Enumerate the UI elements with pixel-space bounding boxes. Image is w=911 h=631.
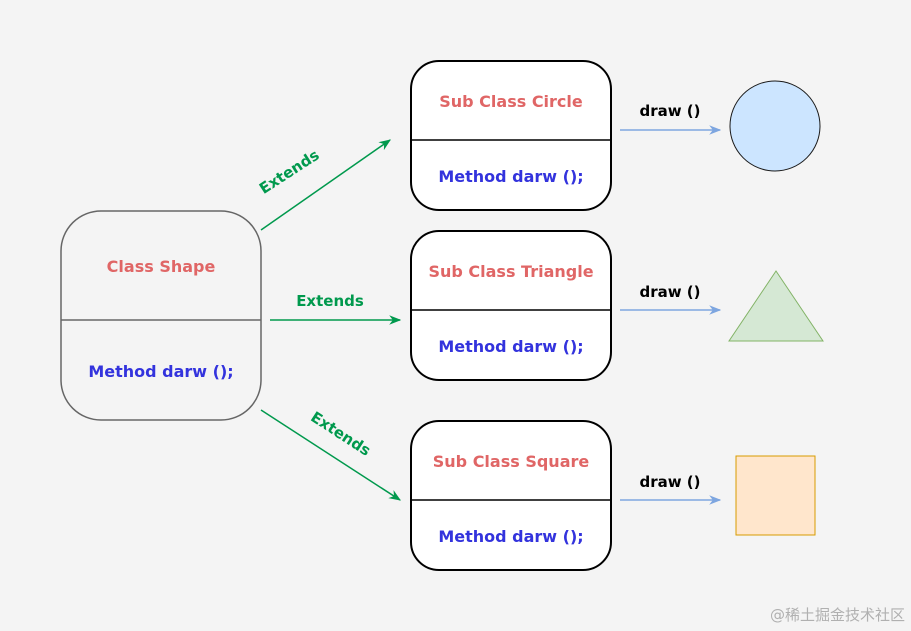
subclass-square-box: Sub Class Square Method darw ();: [410, 420, 612, 571]
subclass-square-title: Sub Class Square: [433, 452, 590, 471]
parent-class-box: Class Shape Method darw ();: [60, 210, 262, 421]
parent-class-title: Class Shape: [107, 257, 216, 276]
circle-shape: [729, 80, 821, 172]
subclass-circle-method: Method darw ();: [438, 167, 583, 186]
subclass-square-method: Method darw ();: [438, 527, 583, 546]
extends-label-triangle: Extends: [296, 292, 364, 310]
watermark: @稀土掘金技术社区: [770, 606, 905, 624]
extends-label-square: Extends: [307, 408, 374, 460]
extends-arrow-circle: Extends: [256, 139, 391, 231]
triangle-shape: [728, 270, 824, 342]
extends-arrow-triangle: Extends: [270, 292, 402, 325]
draw-label-circle: draw (): [639, 102, 700, 120]
parent-class-method: Method darw ();: [88, 362, 233, 381]
draw-arrow-square: draw (): [620, 473, 722, 505]
subclass-triangle-title: Sub Class Triangle: [428, 262, 593, 281]
draw-arrow-triangle: draw (): [620, 283, 722, 315]
subclass-circle-box: Sub Class Circle Method darw ();: [410, 60, 612, 211]
subclass-circle-title: Sub Class Circle: [439, 92, 583, 111]
extends-arrow-square: Extends: [260, 408, 402, 501]
subclass-triangle-box: Sub Class Triangle Method darw ();: [410, 230, 612, 381]
draw-label-triangle: draw (): [639, 283, 700, 301]
draw-arrow-circle: draw (): [620, 102, 722, 135]
subclass-triangle-method: Method darw ();: [438, 337, 583, 356]
extends-label-circle: Extends: [256, 146, 323, 198]
draw-label-square: draw (): [639, 473, 700, 491]
square-shape: [735, 455, 816, 536]
